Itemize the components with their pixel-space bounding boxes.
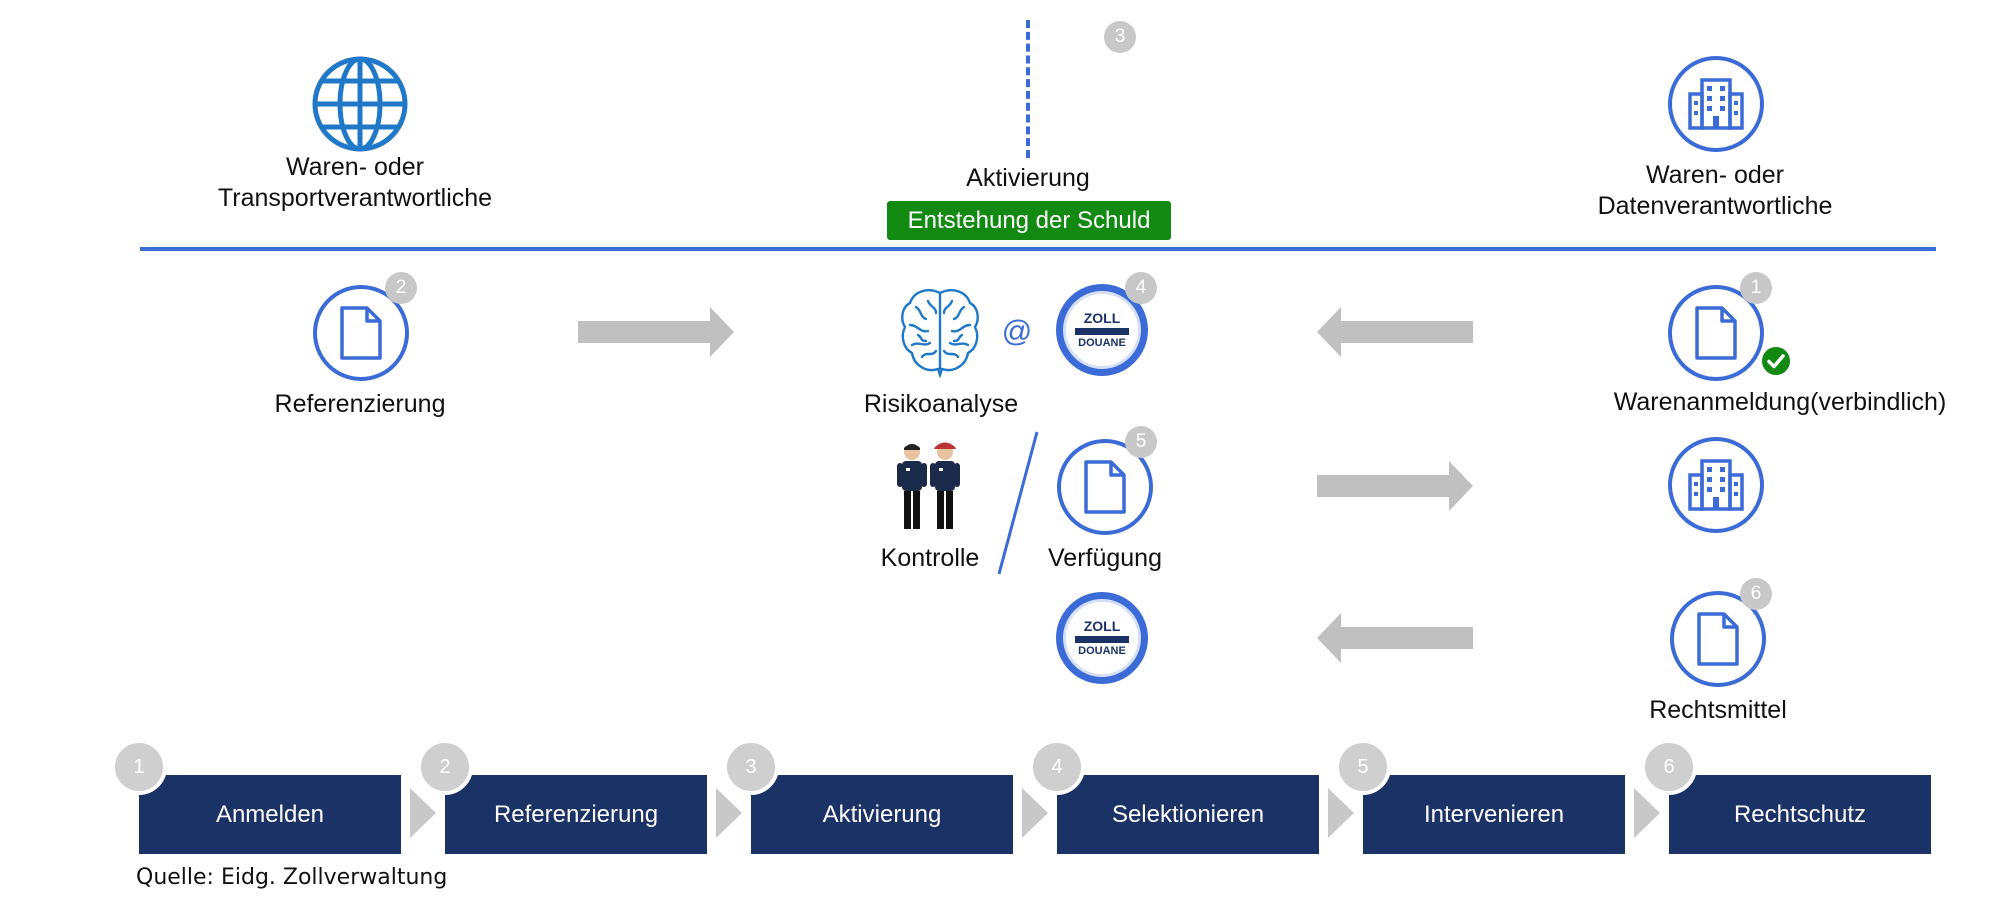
step-number-badge: 3: [723, 739, 779, 795]
arrow-left-icon: [1317, 307, 1473, 357]
rechtsmittel-label: Rechtsmittel: [1649, 696, 1787, 724]
building-circle: [1668, 437, 1764, 533]
activation-dashed-line: [1026, 20, 1030, 158]
process-step-intervenieren: Intervenieren: [1363, 775, 1625, 854]
referenzierung-doc-circle: [313, 285, 409, 381]
step-number-badge: 3: [1104, 21, 1136, 53]
referenzierung-label: Referenzierung: [274, 390, 446, 418]
douane-text: DOUANE: [1078, 337, 1126, 349]
debt-origin-badge: Entstehung der Schuld: [887, 201, 1171, 240]
arrow-left-icon: [1317, 613, 1473, 663]
step-number-badge: 1: [111, 739, 167, 795]
center-activation-label: Aktivierung: [966, 164, 1090, 192]
document-icon: [340, 306, 382, 360]
step-label: Aktivierung: [822, 800, 942, 828]
warenanmeldung-doc-circle: [1668, 285, 1764, 381]
step-number-badge: 2: [417, 739, 473, 795]
arrow-right-icon: [578, 307, 734, 357]
right-actor-label: Waren- oder Datenverantwortliche: [1597, 161, 1833, 220]
debt-origin-label: Entstehung der Schuld: [907, 206, 1151, 234]
source-caption: Quelle: Eidg. Zollverwaltung: [136, 865, 448, 890]
brain-icon: [901, 289, 979, 379]
process-step-selektionieren: Selektionieren: [1057, 775, 1319, 854]
zoll-douane-logo: ZOLL DOUANE: [1056, 592, 1148, 684]
douane-text: DOUANE: [1078, 645, 1126, 657]
chevron-right-icon: [1328, 788, 1354, 838]
left-actor-label: Waren- oder Transportverantwortliche: [217, 153, 493, 212]
process-step-rechtschutz: Rechtschutz: [1669, 775, 1931, 854]
process-step-anmelden: Anmelden: [139, 775, 401, 854]
zoll-text: ZOLL: [1083, 310, 1121, 326]
step-label: Referenzierung: [493, 800, 659, 828]
process-step-aktivierung: Aktivierung: [751, 775, 1013, 854]
warenanmeldung-label: Warenanmeldung(verbindlich): [1613, 388, 1947, 416]
building-circle: [1668, 56, 1764, 152]
chevron-right-icon: [1022, 788, 1048, 838]
step-number-badge: 4: [1029, 739, 1085, 795]
document-icon: [1697, 612, 1739, 666]
step-label: Intervenieren: [1423, 800, 1565, 828]
process-step-referenzierung: Referenzierung: [445, 775, 707, 854]
horizontal-divider: [140, 247, 1936, 251]
zoll-douane-logo: ZOLL DOUANE: [1056, 284, 1148, 376]
chevron-right-icon: [410, 788, 436, 838]
at-sign: @: [1001, 315, 1033, 348]
check-icon: [1760, 345, 1792, 377]
chevron-right-icon: [1634, 788, 1660, 838]
verfuegung-number: 5: [1125, 426, 1157, 458]
chevron-right-icon: [716, 788, 742, 838]
zoll-text: ZOLL: [1083, 618, 1121, 634]
risikoanalyse-label: Risikoanalyse: [863, 390, 1019, 418]
customs-officers-icon: [897, 442, 960, 529]
separator-slash: [997, 431, 1039, 575]
step-number-badge: 5: [1335, 739, 1391, 795]
step-label: Selektionieren: [1111, 800, 1265, 828]
referenzierung-number: 2: [385, 272, 417, 304]
arrow-right-icon: [1317, 461, 1473, 511]
rechtsmittel-number: 6: [1740, 578, 1772, 610]
risikoanalyse-number: 4: [1125, 272, 1157, 304]
globe-icon: [312, 56, 408, 152]
step-label: Rechtschutz: [1733, 800, 1867, 828]
kontrolle-label: Kontrolle: [880, 544, 980, 572]
building-icon: [1688, 78, 1744, 130]
step-number-badge: 6: [1641, 739, 1697, 795]
document-icon: [1084, 460, 1126, 514]
step-label: Anmelden: [215, 800, 325, 828]
warenanmeldung-number: 1: [1740, 272, 1772, 304]
document-icon: [1695, 306, 1737, 360]
building-icon: [1688, 459, 1744, 511]
verfuegung-label: Verfügung: [1048, 544, 1162, 572]
